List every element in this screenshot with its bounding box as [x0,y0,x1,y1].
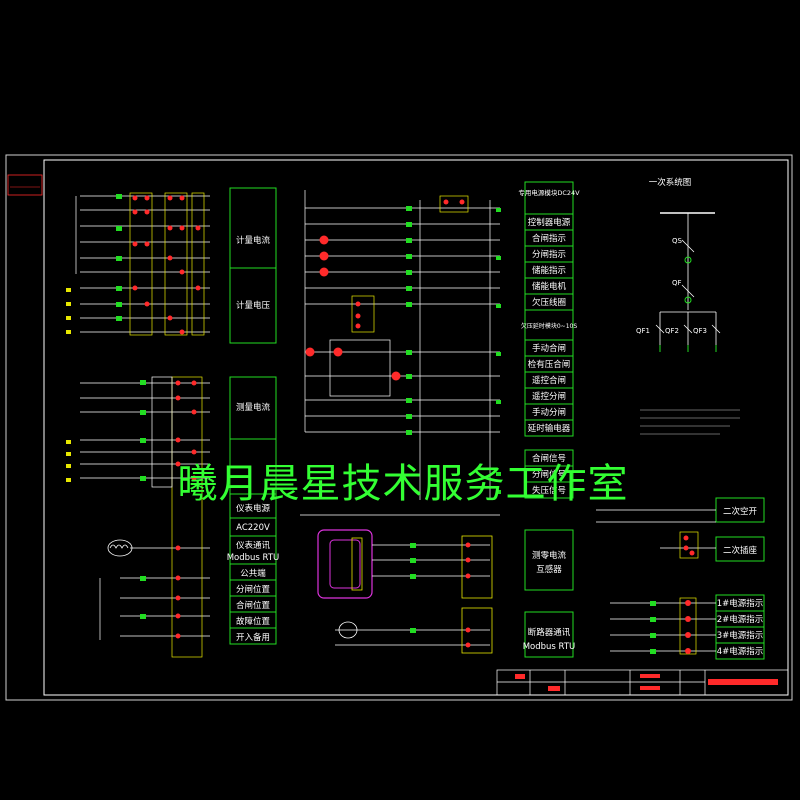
rc-label-5: 储能电机 [532,281,567,292]
rc-label-3: 分闸指示 [532,249,566,260]
label-secondary-open: 二次空开 [723,506,758,517]
rc-label-9: 检有压合闸 [528,359,571,370]
control-circuit [300,190,500,516]
label-zero-ct-2: 互感器 [536,564,562,575]
label-instrument-comm-protocol: Modbus RTU [227,553,280,563]
control-indicator-lamps [305,199,465,381]
label-zero-ct-1: 测零电流 [532,550,567,561]
title-block [496,669,789,696]
label-power-2: 2#电源指示 [717,614,764,625]
power-indicator-green [650,601,656,654]
rc-label-16: 失压信号 [532,485,566,496]
label-power-3: 3#电源指示 [717,630,764,641]
label-breaker-comm-1: 断路器通讯 [528,627,571,638]
title-block-marks [515,674,778,691]
rc-label-7: 欠压延时模块0~10S [521,322,577,330]
label-power-1: 1#电源指示 [717,598,764,609]
label-instrument-comm: 仪表通讯 [236,540,271,551]
secondary-switch [596,509,716,559]
label-metering-voltage: 计量电压 [236,300,271,311]
primary-system-title: 一次系统图 [649,177,692,188]
label-common-terminal: 公共端 [240,568,266,579]
label-qf: QF [672,279,682,287]
label-power-4: 4#电源指示 [717,646,764,657]
label-qf1: QF1 [636,327,650,335]
metering-ct-group [75,192,210,336]
rc-label-6: 欠压线圈 [532,297,566,308]
label-secondary-wiring: 二次插座 [723,545,758,556]
zero-ct-coil-left [107,539,133,557]
label-close-position: 合闸位置 [236,600,271,611]
rc-label-14: 合闸信号 [532,453,566,464]
rc-label-11: 遥控分闸 [532,391,566,402]
title-stamp [7,174,43,196]
zero-ct-dots [465,542,471,648]
mid-label-boxes [524,529,574,658]
power-indicator-lamps [685,600,691,654]
label-metering-current: 计量电流 [236,235,271,246]
rc-label-4: 储能指示 [532,265,566,276]
rc-label-0: 专用电源模块DC24V [518,188,580,197]
label-qf3: QF3 [693,327,707,335]
power-indicator-lines [610,597,716,655]
rc-label-8: 手动合闸 [532,343,566,354]
right-column-boxes [524,181,574,499]
label-qs: QS [672,237,683,245]
label-measuring-current: 测量电流 [236,402,271,413]
drawing-frame [5,154,793,701]
rc-label-13: 延时输电器 [528,423,571,434]
drawing-inner-frame [43,159,789,696]
primary-ct-markers [659,256,717,352]
watermark-text: 曦月晨星技术服务工作室 [178,461,629,507]
label-qf2: QF2 [665,327,679,335]
rc-label-1: 控制器电源 [528,217,571,228]
zero-ct-green [410,543,416,633]
label-boxes-left [229,187,277,645]
label-instrument-power: 仪表电源 [236,503,271,514]
rc-label-15: 分闸信号 [532,469,566,480]
rc-label-2: 合闸指示 [532,233,566,244]
metering-terminal-dots [66,194,201,335]
notes-lines [640,409,740,435]
secondary-dots [683,535,695,556]
control-green-markers [406,206,501,494]
zero-sequence-ct [317,529,493,654]
label-open-position: 分闸位置 [236,584,271,595]
label-instrument-power-ac: AC220V [236,523,270,533]
rc-label-12: 手动分闸 [532,407,566,418]
label-fault-position: 故障位置 [236,616,271,627]
label-breaker-comm-2: Modbus RTU [523,642,576,652]
label-spare-input: 开入备用 [236,632,270,643]
rc-label-10: 遥控合闸 [532,375,566,386]
measuring-terminal-dots [66,380,197,639]
right-column-labels: 专用电源模块DC24V 控制器电源 合闸指示 分闸指示 储能指示 储能电机 欠压… [518,188,580,496]
primary-system-diagram [655,212,721,345]
